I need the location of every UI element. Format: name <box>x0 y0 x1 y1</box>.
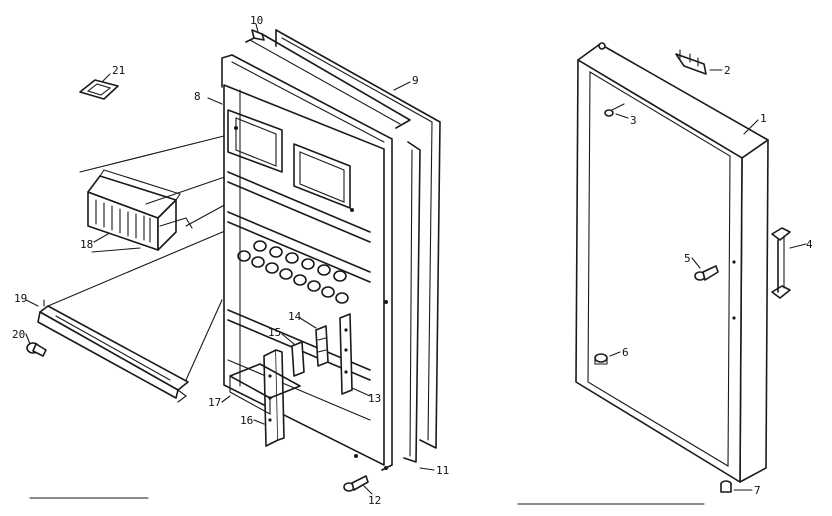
part-17-bracket <box>229 363 301 415</box>
callout-14: 14 <box>288 310 302 323</box>
callout-15: 15 <box>268 326 281 339</box>
part-16-bar <box>263 349 285 447</box>
part-2-hinge <box>675 49 707 75</box>
part-3-screw <box>604 103 625 117</box>
callout-20: 20 <box>12 328 25 341</box>
callout-7: 7 <box>754 484 761 497</box>
callout-21: 21 <box>112 64 125 77</box>
callout-18: 18 <box>80 238 93 251</box>
part-21-clip <box>79 79 119 100</box>
leader-lines-19 <box>47 227 233 381</box>
part-7-hinge-pin <box>720 480 732 493</box>
callout-16: 16 <box>240 414 253 427</box>
callout-8: 8 <box>194 90 201 103</box>
callout-2: 2 <box>724 64 731 77</box>
part-1-outer-door <box>575 42 769 483</box>
callout-19: 19 <box>14 292 27 305</box>
egg-tray-holes <box>237 240 349 304</box>
callout-12: 12 <box>368 494 381 507</box>
part-18-compartment <box>87 169 193 251</box>
part-19-shelf-rail <box>37 299 189 403</box>
part-15-clip <box>291 341 305 377</box>
part-4-handle <box>771 227 791 299</box>
callout-13: 13 <box>368 392 381 405</box>
part-14-clip <box>315 325 329 367</box>
part-20-screw <box>26 342 47 357</box>
callout-4: 4 <box>806 238 813 251</box>
part-12-screw <box>343 475 369 492</box>
part-10-breaker-strip <box>245 29 411 129</box>
callout-17: 17 <box>208 396 221 409</box>
part-6-bushing <box>594 353 608 365</box>
callout-11: 11 <box>436 464 449 477</box>
callout-3: 3 <box>630 114 637 127</box>
callout-labels: 1 2 3 4 5 6 7 8 9 10 11 12 13 14 15 16 1… <box>12 14 813 507</box>
part-8-door-liner <box>221 54 393 471</box>
baseline-rules <box>29 497 705 505</box>
callout-leaders <box>25 23 807 495</box>
callout-1: 1 <box>760 112 767 125</box>
callout-5: 5 <box>684 252 691 265</box>
part-5-screw <box>694 265 719 281</box>
part-13-bar <box>339 313 353 395</box>
part-11-gasket <box>403 141 421 463</box>
callout-9: 9 <box>412 74 419 87</box>
part-9-gasket <box>275 29 441 449</box>
callout-6: 6 <box>622 346 629 359</box>
callout-10: 10 <box>250 14 263 27</box>
